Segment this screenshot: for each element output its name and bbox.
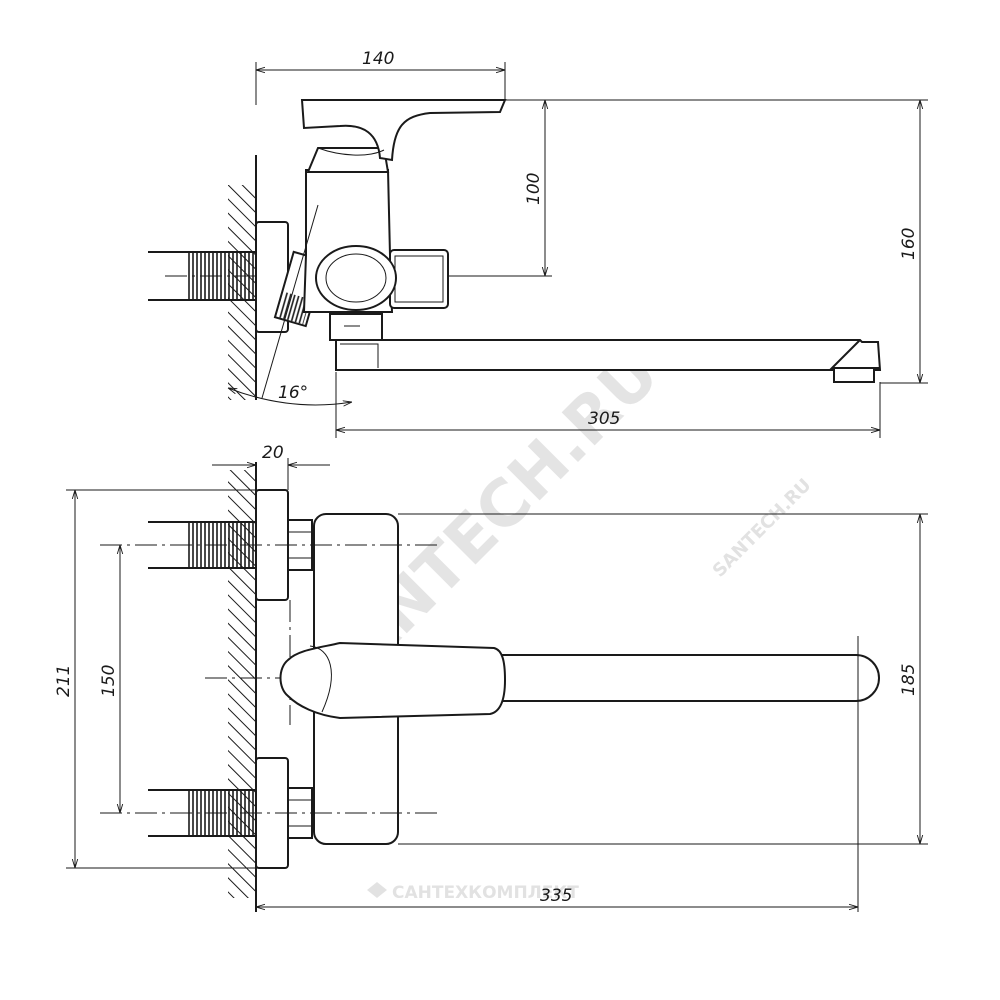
watermark-logo-icon xyxy=(367,882,387,898)
dim-160: 160 xyxy=(899,228,919,260)
spout-front xyxy=(469,654,880,702)
watermark-small: SANTECH.RU xyxy=(709,475,816,582)
side-view xyxy=(148,99,882,400)
spout-swivel xyxy=(329,313,383,341)
dim-335: 335 xyxy=(540,886,572,906)
dim-305: 305 xyxy=(588,409,620,429)
diverter-knob xyxy=(315,245,397,311)
front-view xyxy=(100,462,880,912)
dim-185: 185 xyxy=(899,664,919,696)
outlet-connector xyxy=(389,249,449,309)
handle-lever-side xyxy=(300,99,507,162)
spout-side xyxy=(335,339,882,371)
front-view-dimensions: 20 211 150 185 335 xyxy=(54,443,928,907)
watermark-bottom: САНТЕХКОМПЛЕКТ xyxy=(392,883,579,903)
handle-lever-front xyxy=(279,641,507,720)
side-view-dimensions: 140 100 160 305 16° xyxy=(228,49,928,438)
dim-140: 140 xyxy=(362,49,394,69)
dim-211: 211 xyxy=(54,665,74,697)
dim-angle: 16° xyxy=(278,383,308,403)
dim-100: 100 xyxy=(524,173,544,205)
aerator xyxy=(833,367,875,383)
dim-20: 20 xyxy=(262,443,284,463)
dim-150: 150 xyxy=(99,665,119,697)
